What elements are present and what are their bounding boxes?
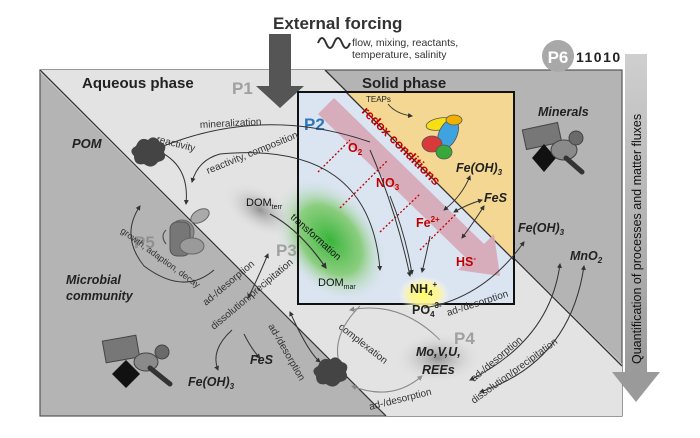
po4-label: PO43- (412, 301, 442, 319)
solid-phase-title: Solid phase (362, 75, 446, 92)
nutrient-glow (398, 276, 450, 312)
fe2-sup: 2+ (431, 215, 440, 224)
fe-oh3-right-label: Fe(OH)3 (518, 221, 565, 237)
po4-main: PO (412, 303, 430, 317)
po4-sub: 4 (430, 310, 435, 319)
fe-oh3-left-sub: 3 (230, 382, 235, 391)
dom-mar-main: DOM (318, 277, 344, 289)
forcing-line-2: temperature, salinity (352, 49, 447, 61)
redox-arrow (318, 98, 500, 276)
fe2-label: Fe2+ (416, 215, 440, 230)
fe-oh3-left-label: Fe(OH)3 (188, 375, 235, 391)
fe-oh3-inner-label: Fe(OH)3 (456, 161, 503, 177)
metals-line-2: REEs (422, 363, 455, 377)
nh4-sup: + (433, 280, 438, 289)
fe-oh3-right-sub: 3 (560, 228, 565, 237)
hs-main: HS (456, 255, 473, 269)
fe2-main: Fe (416, 216, 431, 230)
fe-oh3-right-main: Fe(OH) (518, 221, 560, 235)
p4-label: P4 (454, 329, 475, 348)
nh4-sub: 4 (428, 289, 433, 298)
mno2-sub: 2 (597, 256, 603, 265)
fe-oh3-inner-main: Fe(OH) (456, 161, 498, 175)
nh4-label: NH4+ (410, 280, 438, 298)
hs-label: HS- (456, 254, 476, 269)
wave-icon (317, 37, 351, 49)
fe-oh3-left-main: Fe(OH) (188, 375, 230, 389)
dom-terr-sub: terr (272, 204, 283, 211)
microbial-line-1: Microbial (66, 273, 121, 287)
o2-label: O2 (348, 141, 363, 157)
p2-label: P2 (304, 115, 325, 134)
no3-sub: 3 (395, 183, 400, 192)
pom-label: POM (72, 136, 103, 151)
mineral-cluster-icon-right (521, 121, 585, 175)
forcing-line-1: flow, mixing, reactants, (352, 37, 458, 49)
p6-label: P6 (548, 48, 569, 67)
mno2-label: MnO2 (570, 249, 603, 265)
aqueous-phase-title: Aqueous phase (82, 75, 194, 92)
quantification-arrow (612, 54, 660, 402)
quantification-label: Quantification of processes and matter f… (630, 114, 644, 364)
po4-sup: 3- (435, 301, 442, 310)
hs-sup: - (473, 254, 476, 263)
o2-main: O (348, 141, 358, 155)
mno2-main: MnO (570, 249, 598, 263)
dom-gray-blob (223, 182, 297, 238)
metals-line-1: Mo,V,U, (416, 345, 461, 359)
nh4-main: NH (410, 282, 428, 296)
metals-blob (394, 332, 482, 384)
fe-oh3-inner-sub: 3 (498, 168, 503, 177)
binary-label: 11010 (576, 49, 622, 65)
pom-particle-icon-bottom (313, 357, 348, 387)
microbe-icon (162, 208, 210, 257)
p5-label: P5 (134, 233, 155, 252)
mineral-cluster-icon-left (101, 334, 173, 388)
dom-terr-main: DOM (246, 197, 272, 209)
enzyme-icon (421, 114, 463, 160)
external-forcing-title: External forcing (273, 14, 402, 33)
fes-inner-label: FeS (484, 191, 508, 205)
fes-left-label: FeS (250, 353, 274, 367)
minerals-label: Minerals (538, 105, 589, 119)
mineralization-label: mineralization (200, 117, 262, 131)
dom-mar-sub: mar (344, 284, 357, 291)
p1-label: P1 (232, 79, 253, 98)
forcing-arrow (256, 34, 304, 108)
teap-label: TEAPs (366, 95, 391, 104)
p3-label: P3 (276, 241, 297, 260)
dom-terr-label: DOMterr (246, 197, 283, 211)
dom-mar-label: DOMmar (318, 277, 356, 291)
p6-badge: P6 (542, 40, 574, 72)
o2-sub: 2 (358, 148, 363, 157)
microbial-line-2: community (66, 289, 134, 303)
pom-particle-icon (131, 137, 166, 167)
